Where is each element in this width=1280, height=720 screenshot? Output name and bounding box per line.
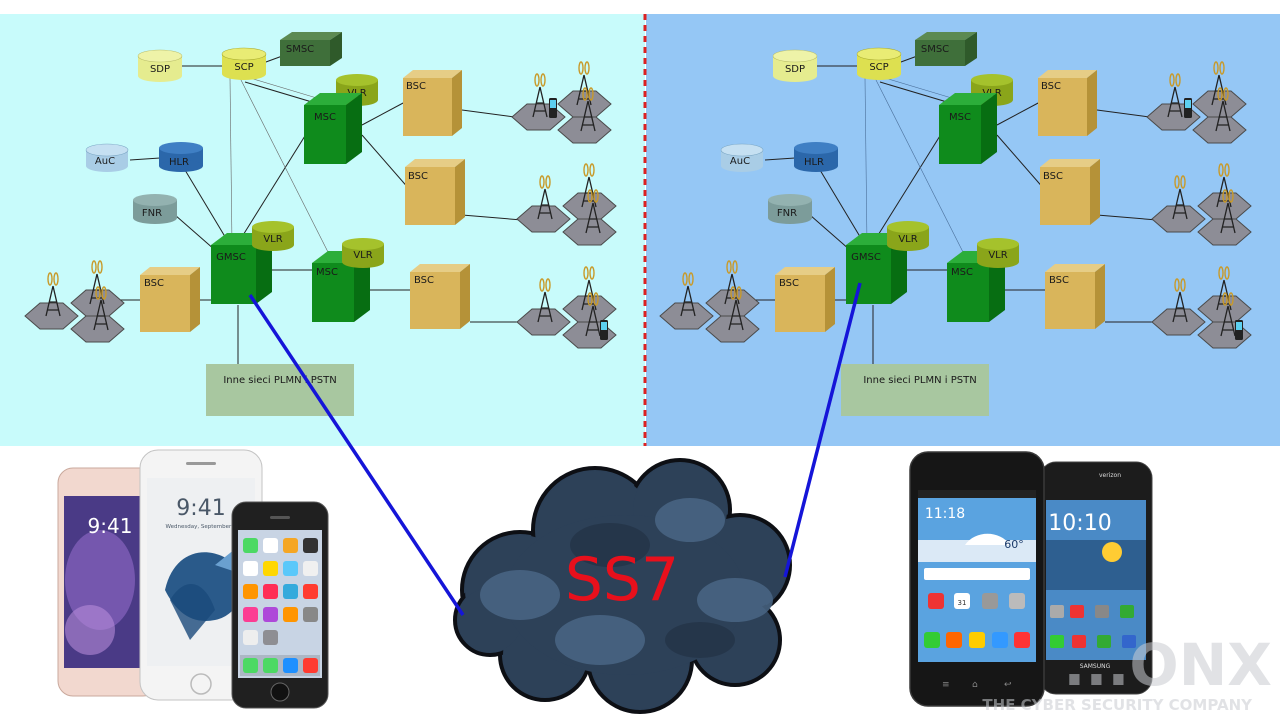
pstn-box: Inne sieci PLMN i PSTN bbox=[841, 364, 989, 416]
scp-node: SCP bbox=[856, 47, 902, 80]
iphone-group: 9:41 9:41 Wednesday, September 9 bbox=[57, 449, 329, 709]
svg-text:FNR: FNR bbox=[777, 208, 797, 219]
smsc-node: SMSC bbox=[915, 32, 977, 66]
svg-text:60°: 60° bbox=[1004, 538, 1024, 551]
svg-text:31: 31 bbox=[958, 599, 967, 607]
msc-node-top: MSC bbox=[304, 93, 362, 164]
left-network: SDP SCP SMSC VLR MSC bbox=[25, 32, 616, 416]
svg-text:SMSC: SMSC bbox=[921, 44, 949, 55]
smsc-node: SMSC bbox=[280, 32, 342, 66]
svg-text:VLR: VLR bbox=[988, 250, 1007, 261]
auc-node: AuC bbox=[720, 143, 764, 172]
hlr-node: HLR bbox=[159, 142, 203, 172]
svg-text:Wednesday, September 9: Wednesday, September 9 bbox=[166, 524, 237, 530]
svg-text:MSC: MSC bbox=[314, 112, 336, 123]
ss7-label: SS7 bbox=[565, 545, 679, 615]
svg-text:...ONX: ...ONX bbox=[1063, 631, 1272, 699]
svg-text:BSC: BSC bbox=[1043, 171, 1063, 182]
svg-text:MSC: MSC bbox=[951, 267, 973, 278]
sdp-node: SDP bbox=[137, 49, 183, 82]
hlr-node: HLR bbox=[794, 142, 838, 172]
svg-text:BSC: BSC bbox=[406, 81, 426, 92]
svg-text:BSC: BSC bbox=[408, 171, 428, 182]
svg-text:SCP: SCP bbox=[869, 62, 888, 73]
sdp-node: SDP bbox=[772, 49, 818, 82]
svg-text:SCP: SCP bbox=[234, 62, 253, 73]
auc-node: AuC bbox=[85, 143, 129, 172]
svg-text:↩: ↩ bbox=[1004, 680, 1012, 690]
ss7-link-left bbox=[248, 294, 465, 616]
bsc-node-middle: BSC bbox=[405, 159, 465, 225]
svg-text:SAMSUNG: SAMSUNG bbox=[1080, 663, 1111, 670]
ss7-link-right bbox=[783, 282, 862, 578]
svg-text:SDP: SDP bbox=[150, 64, 170, 75]
svg-text:9:41: 9:41 bbox=[176, 496, 225, 521]
fnr-node: FNR bbox=[133, 194, 177, 224]
svg-text:≡: ≡ bbox=[942, 680, 950, 690]
bsc-node-left: BSC bbox=[775, 267, 835, 332]
bsc-node-bottom: BSC bbox=[1045, 264, 1105, 329]
bsc-node-top: BSC bbox=[1038, 70, 1097, 136]
svg-text:10:10: 10:10 bbox=[1048, 511, 1111, 536]
vlr-node-gmsc: VLR bbox=[887, 221, 929, 251]
bsc-node-left: BSC bbox=[140, 267, 200, 332]
svg-text:FNR: FNR bbox=[142, 208, 162, 219]
bsc-node-bottom: BSC bbox=[410, 264, 470, 329]
svg-text:HLR: HLR bbox=[804, 157, 824, 168]
svg-text:THE CYBER SECURITY COMPANY: THE CYBER SECURITY COMPANY bbox=[982, 696, 1253, 714]
svg-text:GMSC: GMSC bbox=[851, 252, 881, 263]
svg-text:MSC: MSC bbox=[949, 112, 971, 123]
fnr-node: FNR bbox=[768, 194, 812, 224]
msc-node-bottom: MSC bbox=[312, 251, 370, 322]
svg-text:AuC: AuC bbox=[730, 156, 750, 167]
msc-node-top: MSC bbox=[939, 93, 997, 164]
svg-text:VLR: VLR bbox=[898, 234, 917, 245]
svg-text:Inne sieci PLMN i PSTN: Inne sieci PLMN i PSTN bbox=[223, 375, 336, 386]
svg-text:Inne sieci PLMN i PSTN: Inne sieci PLMN i PSTN bbox=[863, 375, 976, 386]
bsc-node-middle: BSC bbox=[1040, 159, 1100, 225]
svg-text:VLR: VLR bbox=[263, 234, 282, 245]
svg-text:AuC: AuC bbox=[95, 156, 115, 167]
svg-text:BSC: BSC bbox=[144, 278, 164, 289]
svg-text:VLR: VLR bbox=[353, 250, 372, 261]
bsc-node-top: BSC bbox=[403, 70, 462, 136]
watermark-logo: ...ONX THE CYBER SECURITY COMPANY bbox=[982, 631, 1272, 714]
gmsc-node: GMSC bbox=[211, 233, 272, 304]
pstn-box: Inne sieci PLMN i PSTN bbox=[206, 364, 354, 416]
iphone-rose: 9:41 bbox=[57, 467, 159, 697]
android-phone-front: 11:18 60° 31 ≡ ⌂ ↩ bbox=[909, 451, 1045, 707]
iphone-5s bbox=[231, 501, 329, 709]
svg-text:GMSC: GMSC bbox=[216, 252, 246, 263]
svg-text:9:41: 9:41 bbox=[88, 514, 133, 538]
svg-text:verizon: verizon bbox=[1099, 472, 1121, 479]
vlr-node-bottom: VLR bbox=[342, 238, 384, 268]
svg-text:SDP: SDP bbox=[785, 64, 805, 75]
svg-text:HLR: HLR bbox=[169, 157, 189, 168]
svg-text:BSC: BSC bbox=[1049, 275, 1069, 286]
svg-text:SMSC: SMSC bbox=[286, 44, 314, 55]
scp-node: SCP bbox=[221, 47, 267, 80]
ss7-cloud: SS7 bbox=[453, 458, 792, 714]
svg-text:MSC: MSC bbox=[316, 267, 338, 278]
svg-text:11:18: 11:18 bbox=[925, 506, 965, 522]
svg-text:BSC: BSC bbox=[1041, 81, 1061, 92]
samsung-phone: 10:10 verizon SAMSUNG bbox=[1039, 461, 1153, 695]
svg-text:BSC: BSC bbox=[414, 275, 434, 286]
vlr-node-bottom: VLR bbox=[977, 238, 1019, 268]
svg-text:BSC: BSC bbox=[779, 278, 799, 289]
vlr-node-gmsc: VLR bbox=[252, 221, 294, 251]
right-network: SDP SCP SMSC VLR MSC bbox=[660, 32, 1251, 416]
svg-text:⌂: ⌂ bbox=[972, 680, 978, 690]
android-group: 10:10 verizon SAMSUNG 11:18 60° 31 bbox=[909, 451, 1153, 707]
ios-app-grid bbox=[240, 538, 320, 676]
